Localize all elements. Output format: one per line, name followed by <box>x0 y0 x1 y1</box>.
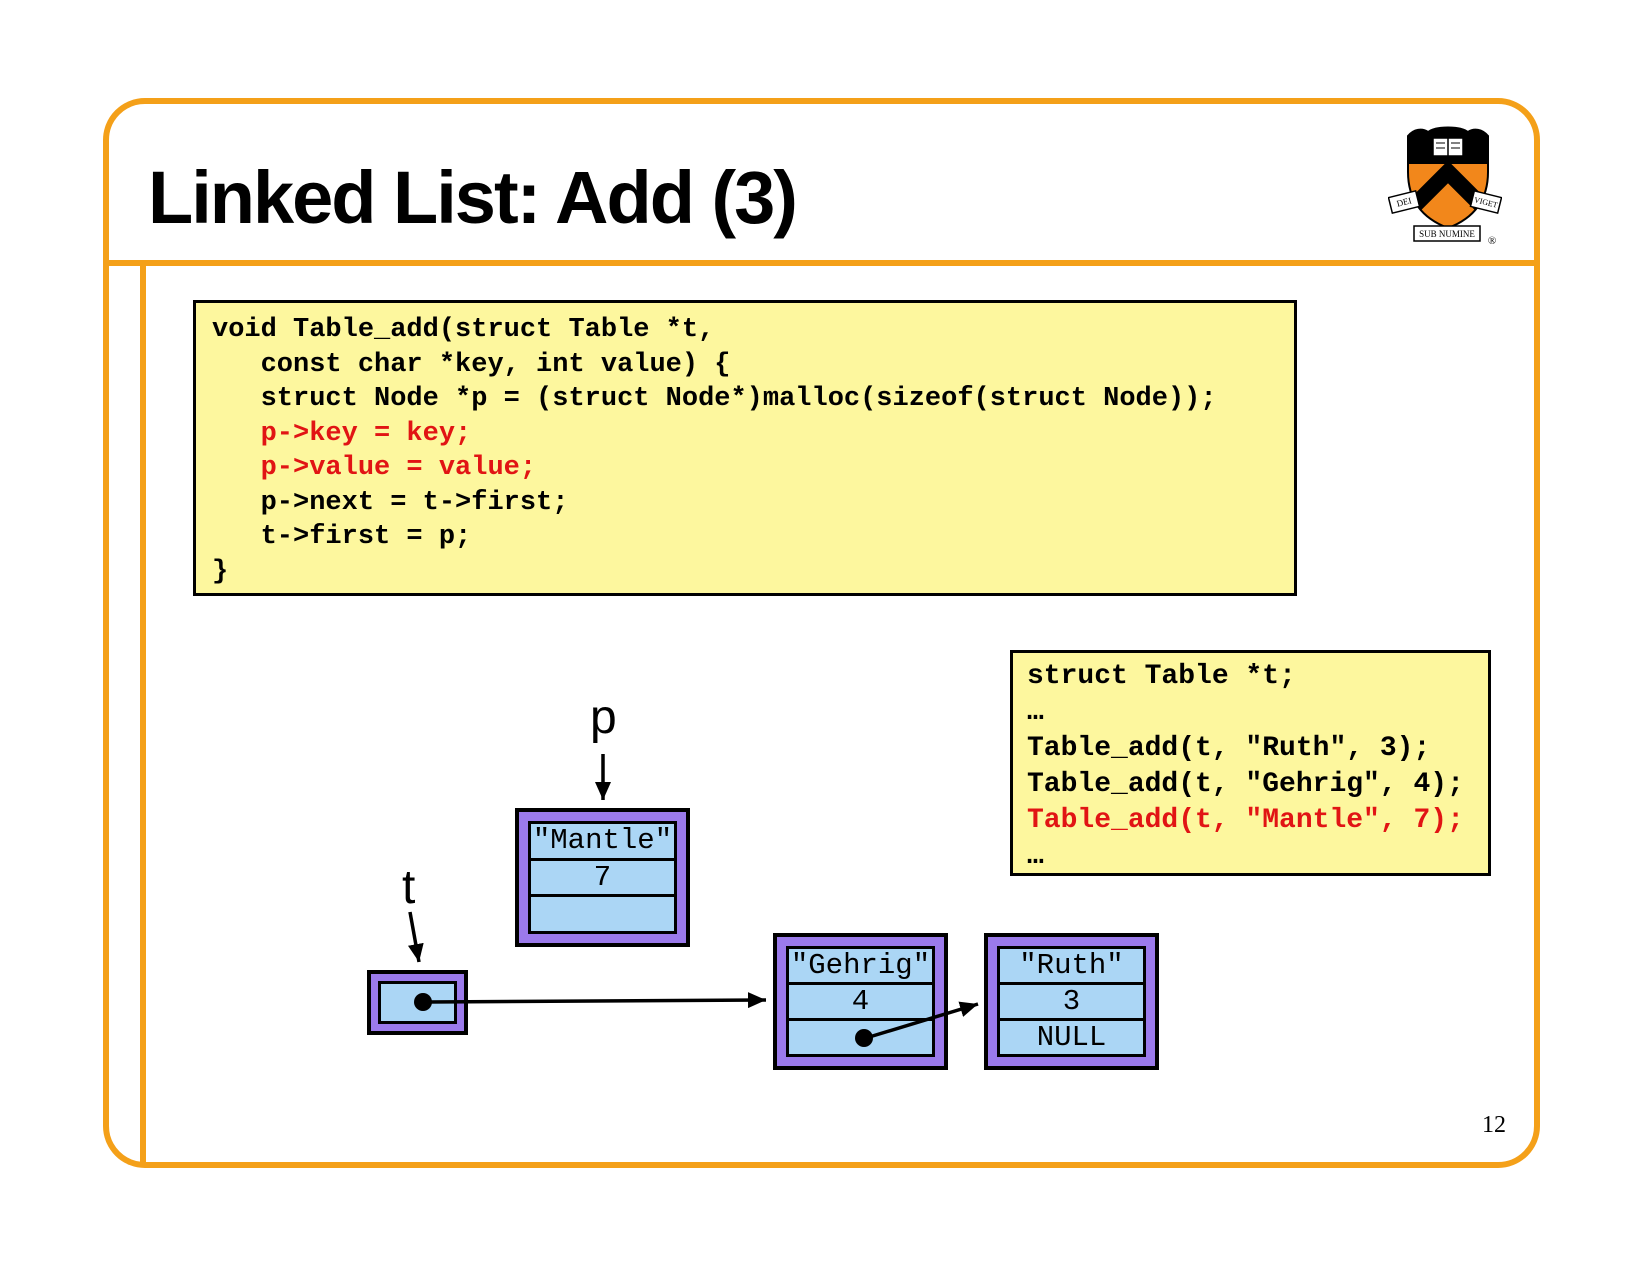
code-line: p->next = t->first; <box>212 487 569 518</box>
pointer-label-p: p <box>590 691 617 744</box>
node-value-cell: 3 <box>1000 982 1143 1018</box>
node-next-cell <box>531 894 674 931</box>
table-first-cell <box>378 981 457 1024</box>
node-key-cell: "Gehrig" <box>790 949 931 982</box>
node-mantle-fields: "Mantle" 7 <box>528 821 677 934</box>
code-line-highlighted: Table_add(t, "Mantle", 7); <box>1027 805 1464 836</box>
title-separator-rule <box>103 260 1540 266</box>
code-line: void Table_add(struct Table *t, <box>212 315 715 345</box>
node-gehrig: "Gehrig" 4 <box>773 933 948 1070</box>
node-value-cell: 4 <box>789 982 932 1018</box>
node-gehrig-fields: "Gehrig" 4 <box>786 946 935 1057</box>
node-mantle: "Mantle" 7 <box>515 808 690 947</box>
node-ruth-fields: "Ruth" 3 NULL <box>997 946 1146 1057</box>
code-box-calls: struct Table *t; … Table_add(t, "Ruth", … <box>1010 650 1491 876</box>
code-line: } <box>212 556 229 587</box>
content-left-rule <box>140 260 146 1162</box>
node-value-cell: 7 <box>531 857 674 895</box>
slide-title: Linked List: Add (3) <box>148 156 798 239</box>
table-struct-box <box>367 970 468 1035</box>
code-line: Table_add(t, "Gehrig", 4); <box>1027 769 1464 800</box>
node-key-cell: "Ruth" <box>1019 949 1124 982</box>
code-line: … <box>1027 841 1044 872</box>
pointer-label-t: t <box>402 861 416 914</box>
slide-frame-border <box>103 98 1540 1168</box>
node-next-cell: NULL <box>1000 1018 1143 1054</box>
code-line: struct Table *t; <box>1027 661 1296 692</box>
code-box-table-add: void Table_add(struct Table *t, const ch… <box>193 300 1297 596</box>
node-ruth: "Ruth" 3 NULL <box>984 933 1159 1070</box>
code-line: struct Node *p = (struct Node*)malloc(si… <box>212 384 1217 414</box>
motto-ribbon: DEI VIGET SUB NUMINE <box>1388 189 1502 242</box>
registered-mark: ® <box>1488 235 1496 247</box>
motto-center-text: SUB NUMINE <box>1419 229 1475 239</box>
code-line: const char *key, int value) { <box>212 349 731 380</box>
node-key-cell: "Mantle" <box>532 824 673 858</box>
shield-book-icon <box>1432 137 1464 157</box>
code-line: t->first = p; <box>212 522 472 552</box>
princeton-shield-logo: DEI VIGET SUB NUMINE ® <box>1388 126 1502 247</box>
code-line: … <box>1027 697 1044 728</box>
page-number: 12 <box>1482 1112 1506 1138</box>
motto-left-text: DEI <box>1396 195 1413 208</box>
node-next-cell <box>789 1018 932 1054</box>
code-line: Table_add(t, "Ruth", 3); <box>1027 733 1431 764</box>
code-line-highlighted: p->key = key; <box>212 418 472 449</box>
code-line-highlighted: p->value = value; <box>212 453 537 483</box>
